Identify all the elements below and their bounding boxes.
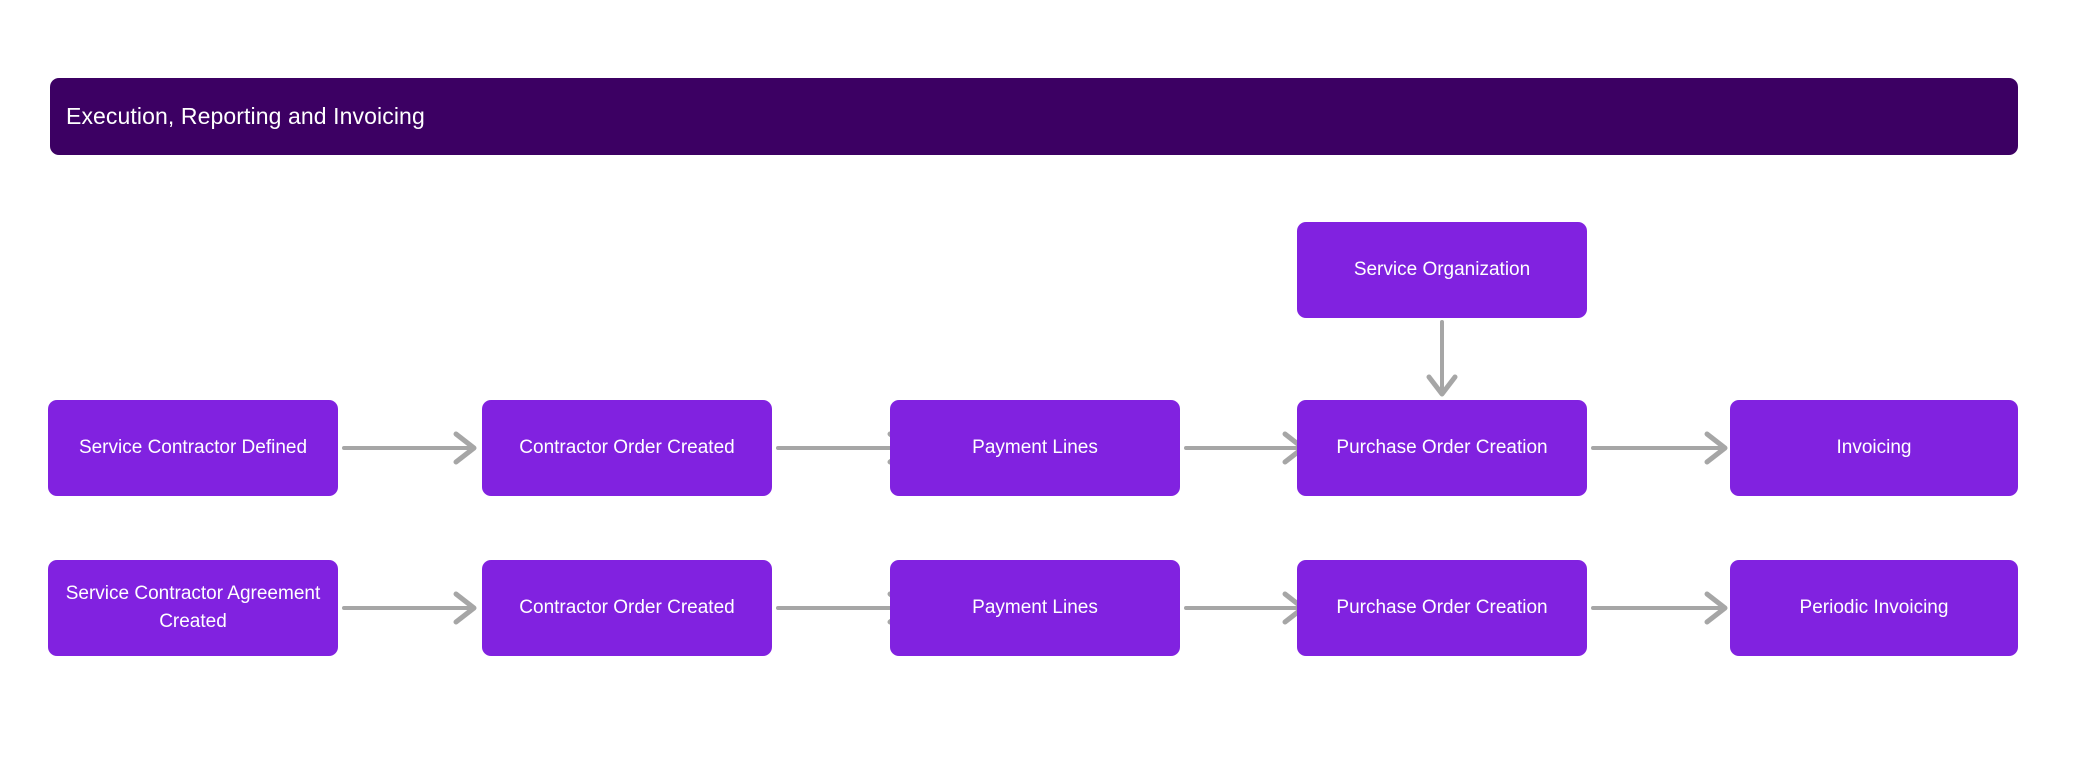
- node-periodic-invoicing[interactable]: Periodic Invoicing: [1730, 560, 2018, 656]
- node-label: Service Contractor Defined: [78, 437, 308, 459]
- node-contractor-order-created-2[interactable]: Contractor Order Created: [482, 560, 772, 656]
- connector-r2-4: [1591, 588, 1733, 628]
- node-label: Service Contractor Agreement Created: [65, 583, 321, 632]
- connector-r2-1: [342, 588, 482, 628]
- page-title: Execution, Reporting and Invoicing: [66, 103, 425, 129]
- node-label: Payment Lines: [972, 597, 1098, 619]
- node-purchase-order-creation-2[interactable]: Purchase Order Creation: [1297, 560, 1587, 656]
- node-label: Contractor Order Created: [519, 597, 735, 619]
- node-label: Purchase Order Creation: [1336, 437, 1548, 459]
- node-payment-lines-1[interactable]: Payment Lines: [890, 400, 1180, 496]
- node-label: Periodic Invoicing: [1799, 597, 1949, 619]
- connector-r2-3: [1184, 588, 1311, 628]
- node-service-contractor-agreement-created[interactable]: Service Contractor Agreement Created: [48, 560, 338, 656]
- node-invoicing[interactable]: Invoicing: [1730, 400, 2018, 496]
- node-service-organization[interactable]: Service Organization: [1297, 222, 1587, 318]
- node-purchase-order-creation-1[interactable]: Purchase Order Creation: [1297, 400, 1587, 496]
- connector-r1-3: [1184, 428, 1311, 468]
- node-label: Payment Lines: [972, 437, 1098, 459]
- node-service-contractor-defined[interactable]: Service Contractor Defined: [48, 400, 338, 496]
- node-label: Service Organization: [1353, 259, 1531, 281]
- connector-service-organization-to-purchase-order-creation: [1422, 320, 1462, 400]
- node-label: Invoicing: [1836, 437, 1912, 459]
- node-payment-lines-2[interactable]: Payment Lines: [890, 560, 1180, 656]
- connector-r1-1: [342, 428, 482, 468]
- node-label: Purchase Order Creation: [1336, 597, 1548, 619]
- node-label: Contractor Order Created: [519, 437, 735, 459]
- section-header-banner: Execution, Reporting and Invoicing: [50, 78, 2018, 155]
- node-contractor-order-created-1[interactable]: Contractor Order Created: [482, 400, 772, 496]
- connector-r1-4: [1591, 428, 1733, 468]
